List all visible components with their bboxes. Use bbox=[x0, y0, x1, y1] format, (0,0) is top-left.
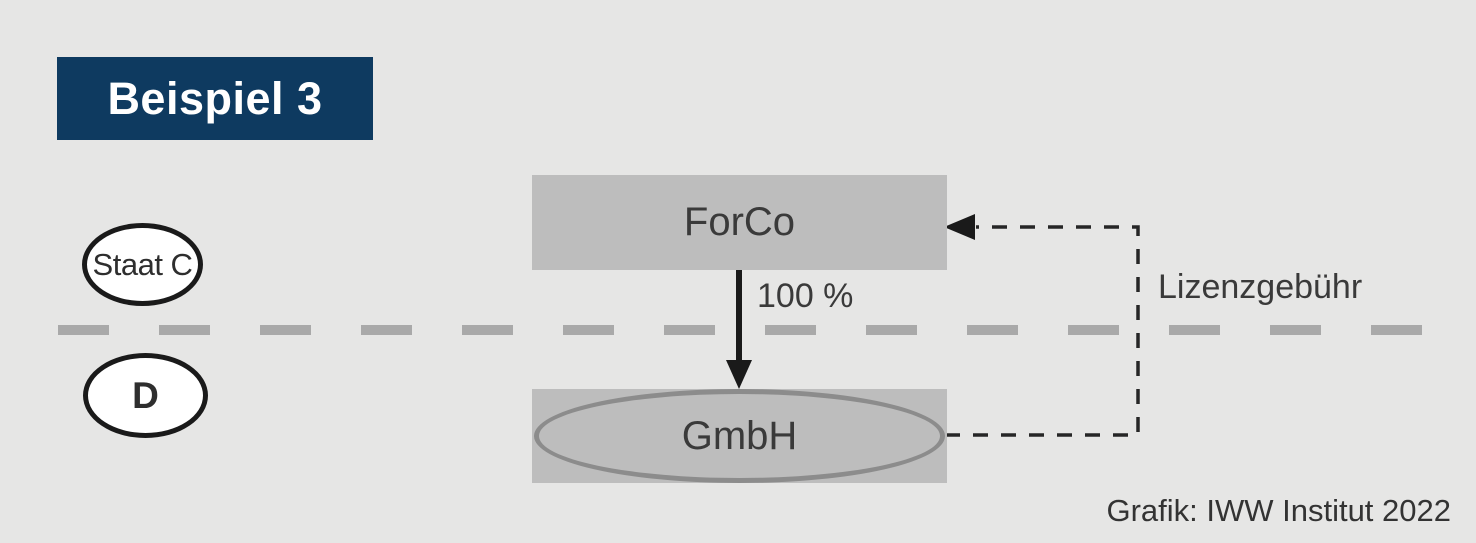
license-fee-label: Lizenzgebühr bbox=[1158, 268, 1363, 306]
parent-company-box: ForCo bbox=[532, 175, 947, 270]
country-top-ellipse: Staat C bbox=[82, 223, 203, 306]
country-bottom-label: D bbox=[132, 374, 159, 416]
ownership-percentage-label: 100 % bbox=[757, 277, 854, 315]
title-badge-label: Beispiel 3 bbox=[107, 72, 323, 124]
license-fee-arrowhead-icon bbox=[944, 214, 975, 240]
subsidiary-company-box: GmbH bbox=[532, 389, 947, 483]
country-bottom-ellipse: D bbox=[83, 353, 208, 438]
country-top-label: Staat C bbox=[92, 246, 193, 282]
subsidiary-ellipse bbox=[534, 389, 945, 483]
title-badge: Beispiel 3 bbox=[57, 57, 373, 140]
subsidiary-company-label: GmbH bbox=[681, 413, 798, 458]
ownership-arrowhead-icon bbox=[726, 360, 752, 389]
license-fee-dashed-path bbox=[945, 225, 1140, 437]
graphic-credit: Grafik: IWW Institut 2022 bbox=[1106, 493, 1451, 528]
parent-company-label: ForCo bbox=[683, 200, 796, 244]
